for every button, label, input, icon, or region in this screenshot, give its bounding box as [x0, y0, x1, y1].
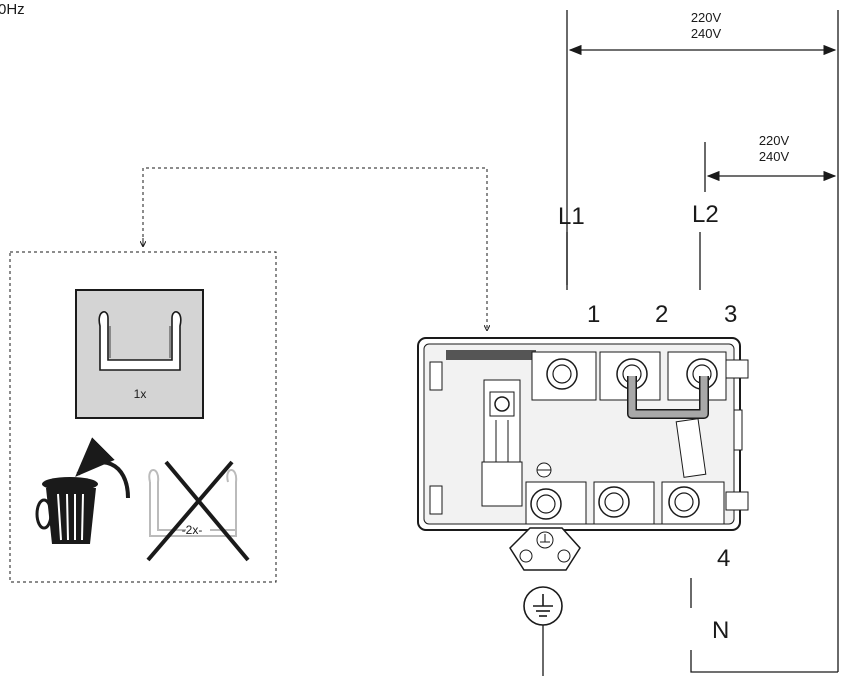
label-l2: L2 [692, 201, 719, 228]
label-l1: L1 [558, 203, 585, 230]
terminal-number-3: 3 [724, 301, 737, 328]
voltage-top-line2: 240V [691, 26, 722, 41]
terminal-number-1: 1 [587, 301, 600, 328]
voltage-dimension-right: 220V 240V [704, 133, 837, 192]
ground-symbol-icon [523, 586, 563, 676]
voltage-right-line1: 220V [759, 133, 790, 148]
terminal-block [417, 337, 749, 571]
trash-can-icon [35, 477, 98, 544]
accessory-panel: 1x -2x- [9, 251, 277, 583]
dashed-connector [143, 167, 487, 330]
voltage-top-line1: 220V [691, 10, 722, 25]
terminal-number-4: 4 [717, 545, 730, 572]
voltage-right-line2: 240V [759, 149, 790, 164]
voltage-dimension-top: 220V 240V [566, 10, 839, 672]
discard-count: -2x- [182, 523, 203, 537]
label-n: N [712, 617, 729, 644]
ground-terminal-icon [509, 527, 581, 571]
bridge-link-icon [98, 311, 182, 371]
crossed-out-links-icon: -2x- [146, 460, 250, 562]
curved-arrow-icon [75, 437, 130, 499]
bridge-count: 1x [134, 387, 147, 401]
frequency-label: 0Hz [0, 1, 25, 18]
neutral-wire: N [690, 578, 838, 673]
terminal-number-2: 2 [655, 301, 668, 328]
